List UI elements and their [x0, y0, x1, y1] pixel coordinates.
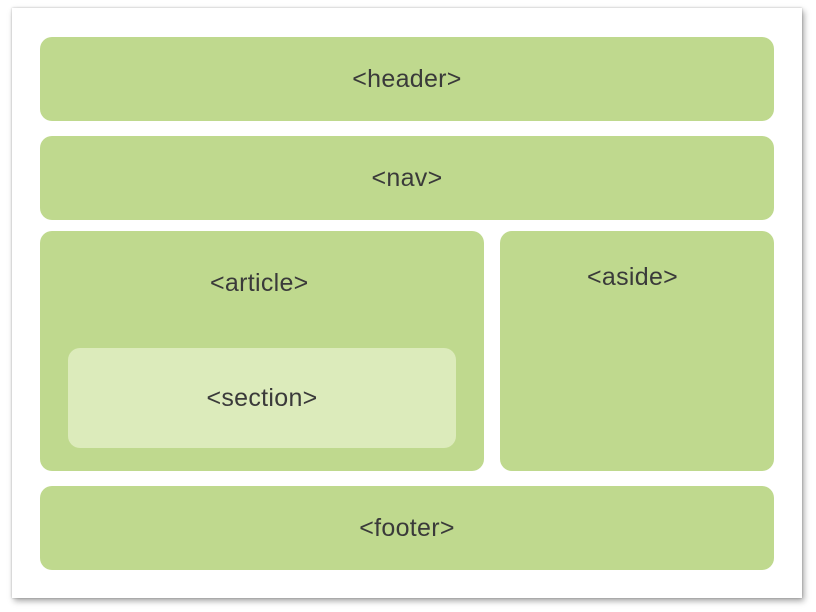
footer-label: <footer> [359, 513, 455, 542]
article-block: <article> <section> [40, 231, 484, 471]
footer-block: <footer> [40, 486, 774, 570]
section-block: <section> [68, 348, 456, 448]
aside-block: <aside> [500, 231, 774, 471]
section-label: <section> [206, 383, 318, 412]
article-label: <article> [210, 269, 309, 297]
nav-label: <nav> [371, 163, 443, 192]
header-label: <header> [352, 64, 462, 93]
aside-label: <aside> [587, 263, 679, 291]
nav-block: <nav> [40, 136, 774, 220]
header-block: <header> [40, 37, 774, 121]
